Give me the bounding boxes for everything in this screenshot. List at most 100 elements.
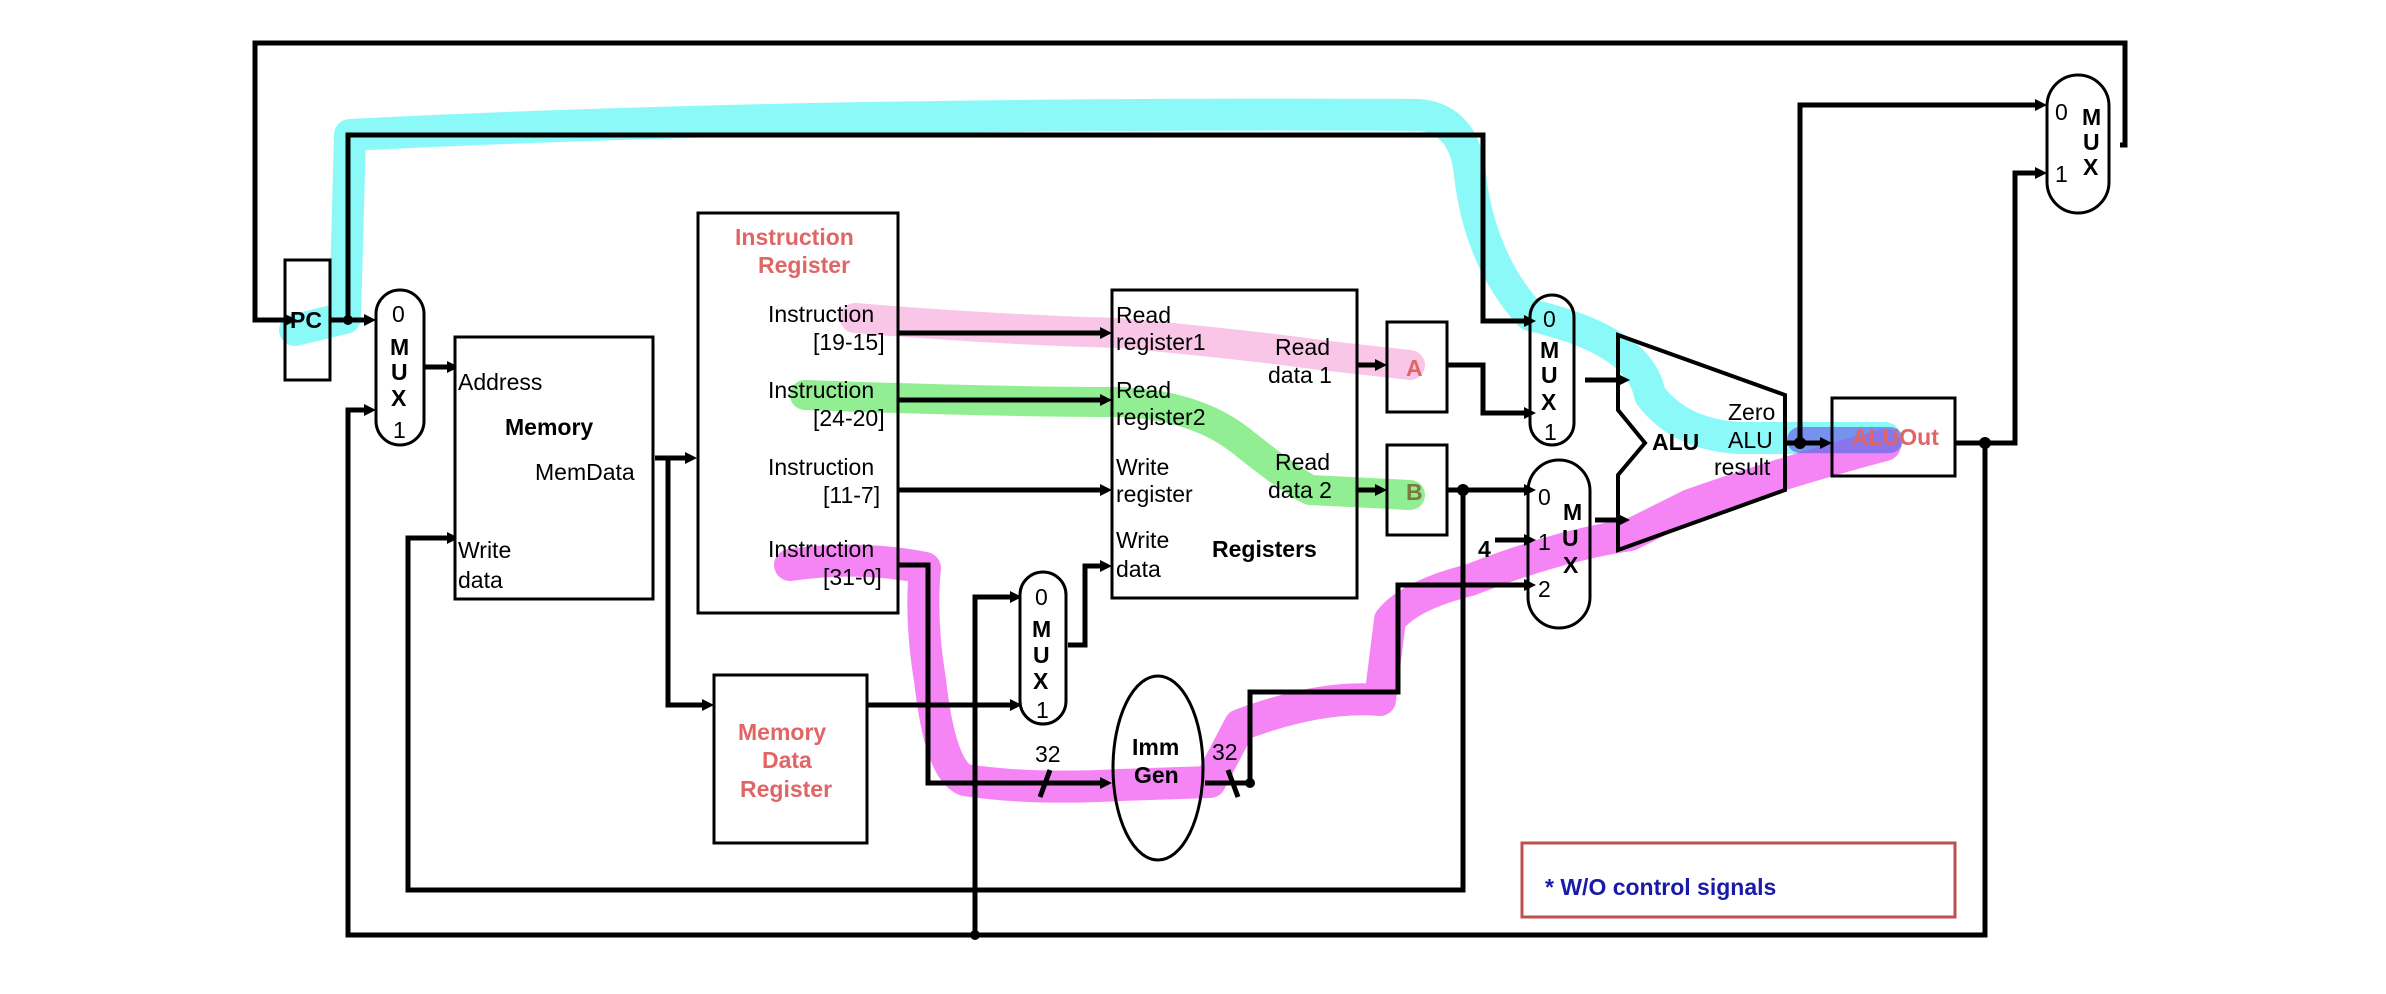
arrow-into-pc [285, 314, 297, 326]
svg-text:X: X [391, 385, 407, 411]
svg-text:1: 1 [1036, 697, 1049, 723]
memory-title: Memory [505, 414, 593, 440]
wire-layer [252, 40, 2128, 940]
svg-text:data: data [458, 567, 503, 593]
wire-b-to-memory-writedata [405, 490, 1466, 893]
svg-text:Read: Read [1116, 377, 1171, 403]
svg-text:register2: register2 [1116, 404, 1205, 430]
svg-text:X: X [2083, 154, 2099, 180]
svg-text:Read: Read [1275, 449, 1330, 475]
memory-memdata-port: MemData [535, 459, 635, 485]
svg-text:ALU: ALU [1728, 427, 1773, 453]
svg-text:X: X [1033, 668, 1049, 694]
svg-text:X: X [1541, 389, 1557, 415]
svg-text:result: result [1714, 454, 1771, 480]
ir-title: Instruction [735, 224, 854, 250]
highlight-pink-rs1-path [840, 303, 1425, 380]
wire-aluout-to-mux-wd [972, 594, 1010, 935]
svg-text:Instruction: Instruction [768, 536, 874, 562]
pc-register: PC [283, 258, 332, 382]
svg-text:0: 0 [1035, 584, 1048, 610]
wire-inst-to-immgen [898, 562, 1100, 786]
svg-text:register: register [1116, 481, 1193, 507]
imm-gen: Imm Gen 32 32 [1035, 674, 1238, 862]
svg-text:M: M [1032, 616, 1051, 642]
svg-text:1: 1 [393, 417, 406, 443]
svg-text:M: M [1540, 337, 1559, 363]
svg-text:0: 0 [2055, 99, 2068, 125]
svg-text:Memory: Memory [738, 719, 826, 745]
pc-label: PC [290, 307, 322, 333]
memory-address-port: Address [458, 369, 542, 395]
svg-text:U: U [2083, 129, 2100, 155]
svg-text:Instruction: Instruction [768, 377, 874, 403]
register-b: B [1385, 443, 1449, 537]
svg-text:Write: Write [458, 537, 511, 563]
svg-text:M: M [390, 334, 409, 360]
mux-address: 0 M U X 1 [374, 288, 426, 447]
svg-text:[11-7]: [11-7] [823, 482, 880, 508]
svg-text:1: 1 [1544, 419, 1557, 445]
register-file: Read register1 Read register2 Write regi… [1110, 288, 1359, 600]
svg-text:Data: Data [762, 747, 812, 773]
svg-text:2: 2 [1538, 576, 1551, 602]
svg-text:[24-20]: [24-20] [813, 405, 885, 431]
note-box: * W/O control signals [1520, 841, 1957, 919]
registers-title: Registers [1212, 536, 1317, 562]
wire-memdata-to-mdr [665, 458, 702, 708]
memory-data-register: Memory Data Register [712, 673, 869, 845]
note-text: * W/O control signals [1545, 874, 1776, 900]
mux-write-data: 0 M U X 1 [1018, 570, 1068, 726]
aluout-label: ALUOut [1852, 424, 1939, 450]
wire-mux-wd-to-regs [1068, 563, 1100, 648]
wire-pc-feedback [252, 40, 2128, 323]
wire-alu-to-pc-mux-0 [1797, 102, 2035, 443]
svg-text:Write: Write [1116, 527, 1169, 553]
svg-text:[19-15]: [19-15] [813, 329, 885, 355]
svg-text:M: M [1563, 499, 1582, 525]
instruction-register: Instruction Register Instruction [19-15]… [696, 211, 900, 615]
svg-text:data 2: data 2 [1268, 477, 1332, 503]
svg-text:Imm: Imm [1132, 734, 1179, 760]
svg-text:[31-0]: [31-0] [823, 564, 882, 590]
wire-pc-to-alu-a-mux [345, 132, 1525, 324]
svg-text:Write: Write [1116, 454, 1169, 480]
svg-text:data: data [1116, 556, 1161, 582]
svg-text:U: U [1562, 525, 1579, 551]
imm-out-bitwidth: 32 [1212, 739, 1238, 765]
svg-text:data 1: data 1 [1268, 362, 1332, 388]
memory-unit: Address Memory MemData Write data [453, 335, 655, 601]
highlight-cyan-pc-path [279, 98, 1901, 454]
svg-text:1: 1 [1538, 529, 1551, 555]
register-a: A [1385, 320, 1449, 414]
alu: ALU Zero ALU result [1616, 332, 1787, 553]
svg-text:register1: register1 [1116, 329, 1205, 355]
svg-text:0: 0 [1538, 484, 1551, 510]
svg-text:Zero: Zero [1728, 399, 1775, 425]
constant-four: 4 [1478, 536, 1491, 562]
mux-pc: 0 M U X 1 [2045, 73, 2111, 215]
svg-text:X: X [1563, 552, 1579, 578]
svg-text:U: U [1541, 362, 1558, 388]
alu-label: ALU [1652, 429, 1699, 455]
wire-a-to-mux-a [1447, 362, 1525, 416]
aluout-register: ALUOut [1830, 396, 1957, 478]
svg-text:Instruction: Instruction [768, 301, 874, 327]
wire-immgen-to-mux-b [1205, 582, 1525, 786]
wire-aluout-to-mux-addr [345, 407, 1988, 938]
svg-text:M: M [2082, 104, 2101, 130]
wire-32-out-slash [1225, 769, 1241, 798]
mux-alu-b: 0 M 1 U X 2 4 [1478, 458, 1592, 630]
mux-alu-a: 0 M U X 1 [1528, 293, 1576, 447]
imm-in-bitwidth: 32 [1035, 741, 1061, 767]
svg-text:Read: Read [1116, 302, 1171, 328]
svg-text:Register: Register [758, 252, 850, 278]
svg-text:Read: Read [1275, 334, 1330, 360]
svg-text:U: U [391, 359, 408, 385]
svg-text:0: 0 [392, 301, 405, 327]
svg-text:1: 1 [2055, 161, 2068, 187]
svg-text:0: 0 [1543, 306, 1556, 332]
wire-aluout-to-pc-mux-1 [1955, 170, 2035, 446]
svg-text:U: U [1033, 642, 1050, 668]
